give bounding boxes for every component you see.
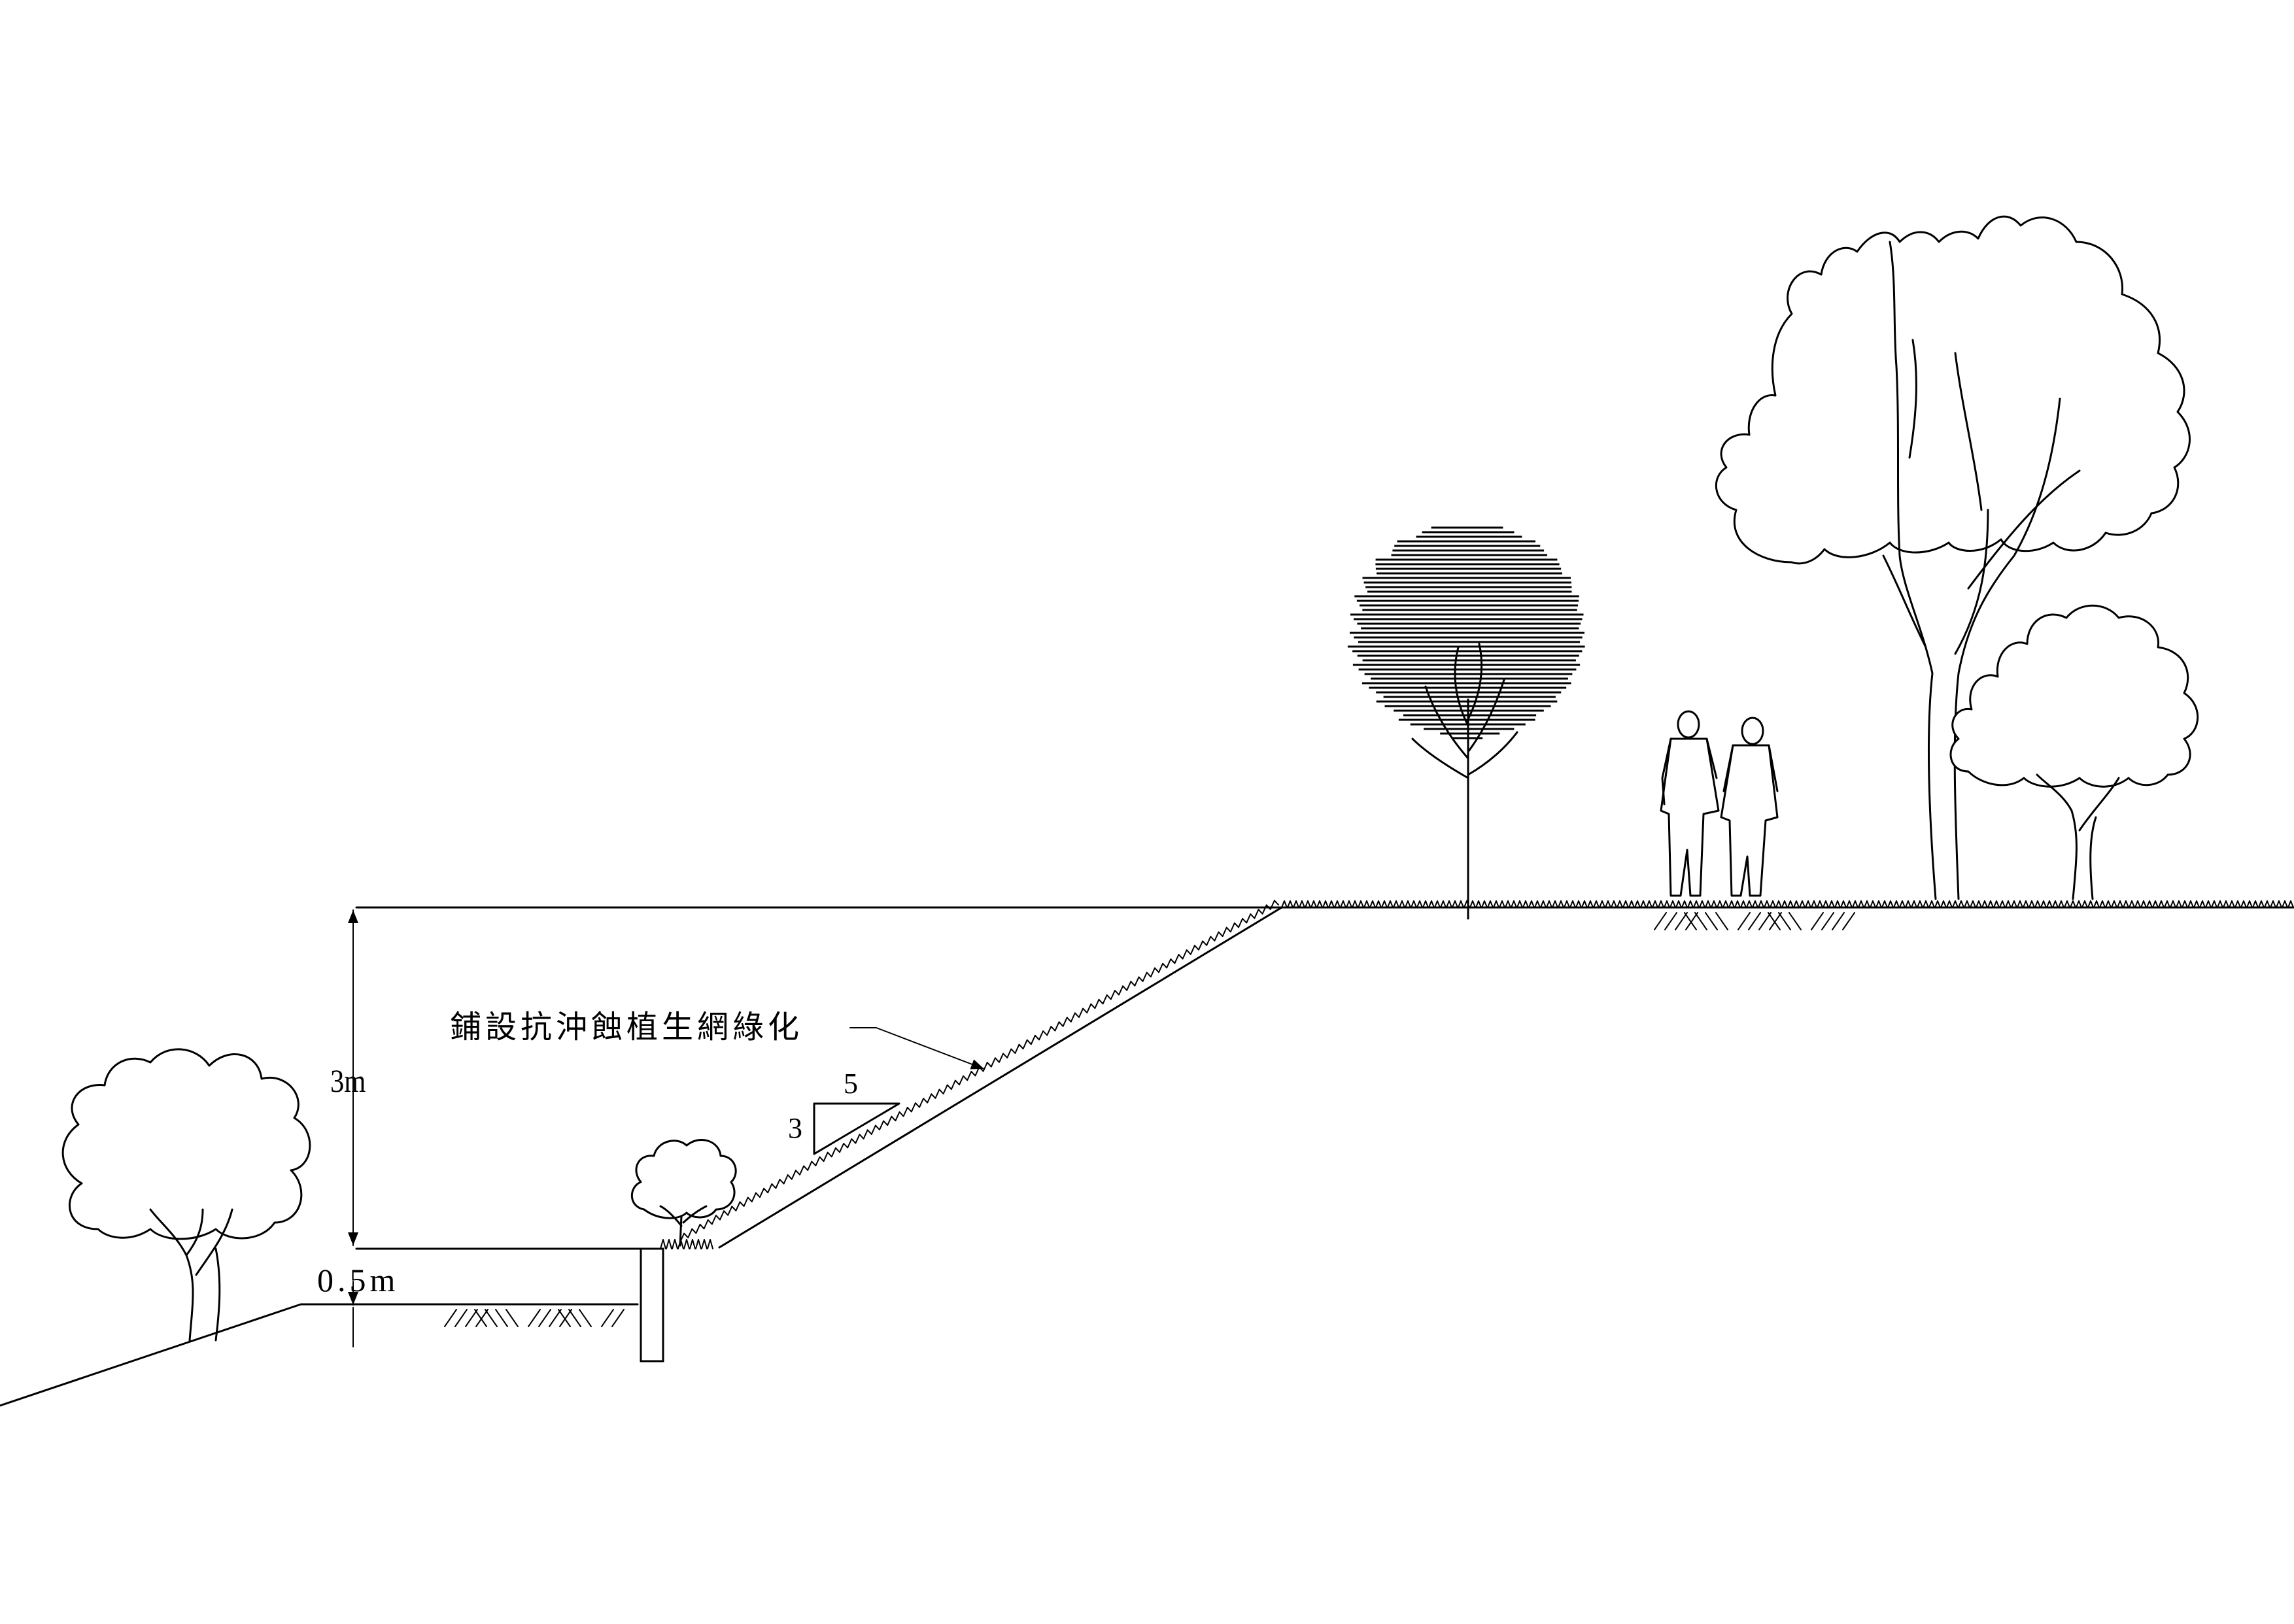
ground-grass bbox=[660, 900, 2294, 1249]
slope-ratio-triangle bbox=[813, 1102, 900, 1155]
hatch-stroke bbox=[1685, 912, 1698, 930]
hatch-stroke bbox=[475, 1309, 488, 1327]
hatch-stroke bbox=[495, 1309, 508, 1327]
hatch-stroke bbox=[1832, 912, 1845, 930]
hatch-stroke bbox=[444, 1309, 457, 1327]
base-dimension-label: 0.5m bbox=[317, 1262, 399, 1298]
hatch-stroke bbox=[1738, 912, 1751, 930]
terrain-profile bbox=[0, 906, 2294, 1407]
hatch-stroke bbox=[601, 1309, 614, 1327]
hatch-stroke bbox=[1842, 912, 1855, 930]
tree-right-small bbox=[1949, 604, 2199, 900]
hatch-stroke bbox=[1748, 912, 1761, 930]
hatch-stroke bbox=[1684, 912, 1697, 930]
hatch-stroke bbox=[1758, 912, 1772, 930]
hatch-stroke bbox=[1768, 912, 1781, 930]
hatch-stroke bbox=[1664, 912, 1677, 930]
hatch-stroke bbox=[538, 1309, 551, 1327]
height-dimension-label: 3m bbox=[330, 1064, 366, 1100]
hatch-stroke bbox=[611, 1309, 625, 1327]
hatch-stroke bbox=[579, 1309, 592, 1327]
hatch-stroke bbox=[1715, 912, 1728, 930]
hatch-stroke bbox=[1811, 912, 1824, 930]
slope-ratio-run-label: 5 bbox=[844, 1068, 858, 1100]
hatch-stroke bbox=[568, 1309, 581, 1327]
hatch-stroke bbox=[1675, 912, 1688, 930]
shrub-slope-foot bbox=[630, 1138, 737, 1247]
earth-hatching bbox=[444, 1309, 625, 1327]
hatch-stroke bbox=[1705, 912, 1718, 930]
vegetation-net bbox=[679, 900, 1279, 1243]
hatch-stroke bbox=[1694, 912, 1707, 930]
tree-left-large bbox=[61, 1048, 311, 1342]
hatch-stroke bbox=[528, 1309, 541, 1327]
hatch-stroke bbox=[465, 1309, 478, 1327]
retaining-wall bbox=[640, 1247, 664, 1362]
slope-label: 鋪設抗沖蝕植生網綠化 bbox=[450, 1010, 803, 1045]
hatch-stroke bbox=[1654, 912, 1667, 930]
hatch-stroke bbox=[1821, 912, 1834, 930]
slope-label-leader bbox=[849, 1027, 985, 1070]
tree-right-tall bbox=[1715, 215, 2191, 900]
hatch-stroke bbox=[1778, 912, 1791, 930]
hatch-stroke bbox=[474, 1309, 487, 1327]
people-walking bbox=[1660, 710, 1779, 897]
hatch-stroke bbox=[485, 1309, 498, 1327]
hatch-stroke bbox=[559, 1309, 572, 1327]
hatch-stroke bbox=[549, 1309, 562, 1327]
tree-dense-canopy bbox=[1347, 526, 1585, 920]
hatch-stroke bbox=[505, 1309, 519, 1327]
hatch-stroke bbox=[1769, 912, 1782, 930]
hatch-stroke bbox=[1789, 912, 1802, 930]
slope-ratio-rise-label: 3 bbox=[788, 1112, 802, 1144]
hatch-stroke bbox=[454, 1309, 468, 1327]
hatch-stroke bbox=[558, 1309, 571, 1327]
earth-hatching bbox=[1654, 912, 1855, 930]
